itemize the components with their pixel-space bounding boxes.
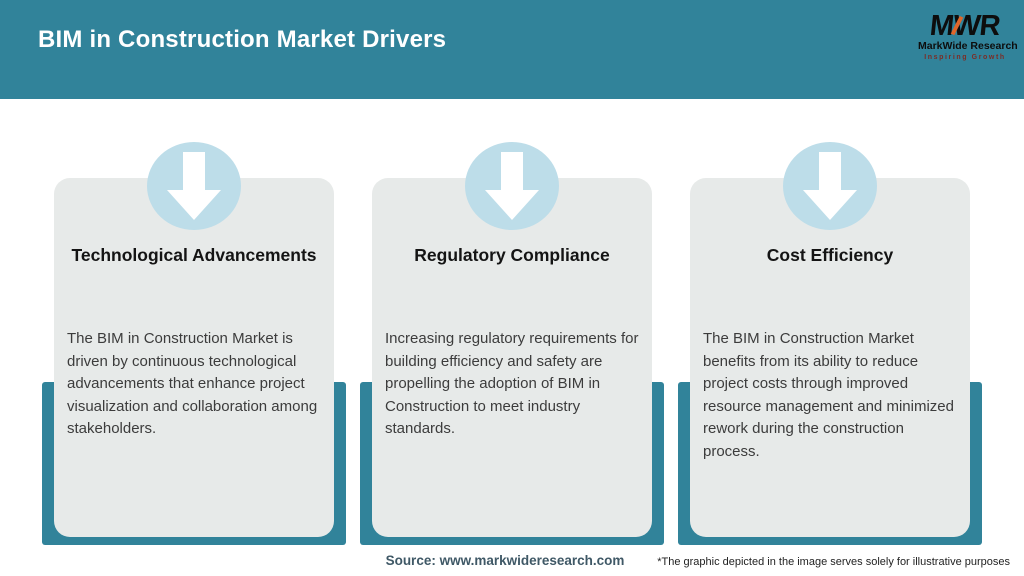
driver-card: Cost Efficiency The BIM in Construction … (690, 178, 970, 537)
driver-card-title: Regulatory Compliance (414, 245, 610, 265)
logo-tagline: Inspiring Growth (924, 54, 1006, 61)
driver-card-title: Cost Efficiency (766, 245, 894, 265)
down-arrow-icon (147, 142, 241, 230)
driver-card: Technological Advancements The BIM in Co… (54, 178, 334, 537)
driver-column-2: Regulatory Compliance Increasing regulat… (360, 142, 664, 545)
driver-card-body: The BIM in Construction Market is driven… (67, 330, 318, 437)
driver-card-title: Technological Advancements (71, 245, 317, 265)
driver-column-3: Cost Efficiency The BIM in Construction … (678, 142, 982, 545)
header-band: BIM in Construction Market Drivers MWR M… (0, 0, 1024, 99)
page-title: BIM in Construction Market Drivers (38, 26, 447, 53)
logo-acronym: MWR (928, 10, 1002, 42)
logo-company-name: MarkWide Research (918, 40, 1018, 52)
disclaimer-note: *The graphic depicted in the image serve… (657, 556, 1010, 568)
driver-card-body: Increasing regulatory requirements for b… (385, 330, 639, 437)
down-arrow-icon (465, 142, 559, 230)
down-arrow-icon (783, 142, 877, 230)
markwide-research-logo: MWR MarkWide Research Inspiring Growth (918, 10, 1018, 62)
driver-card-body: The BIM in Construction Market benefits … (703, 330, 954, 460)
logo-acronym-text: MWR (928, 10, 1002, 42)
source-attribution: Source: www.markwideresearch.com (385, 553, 625, 568)
driver-column-1: Technological Advancements The BIM in Co… (42, 142, 346, 545)
driver-card: Regulatory Compliance Increasing regulat… (372, 178, 652, 537)
